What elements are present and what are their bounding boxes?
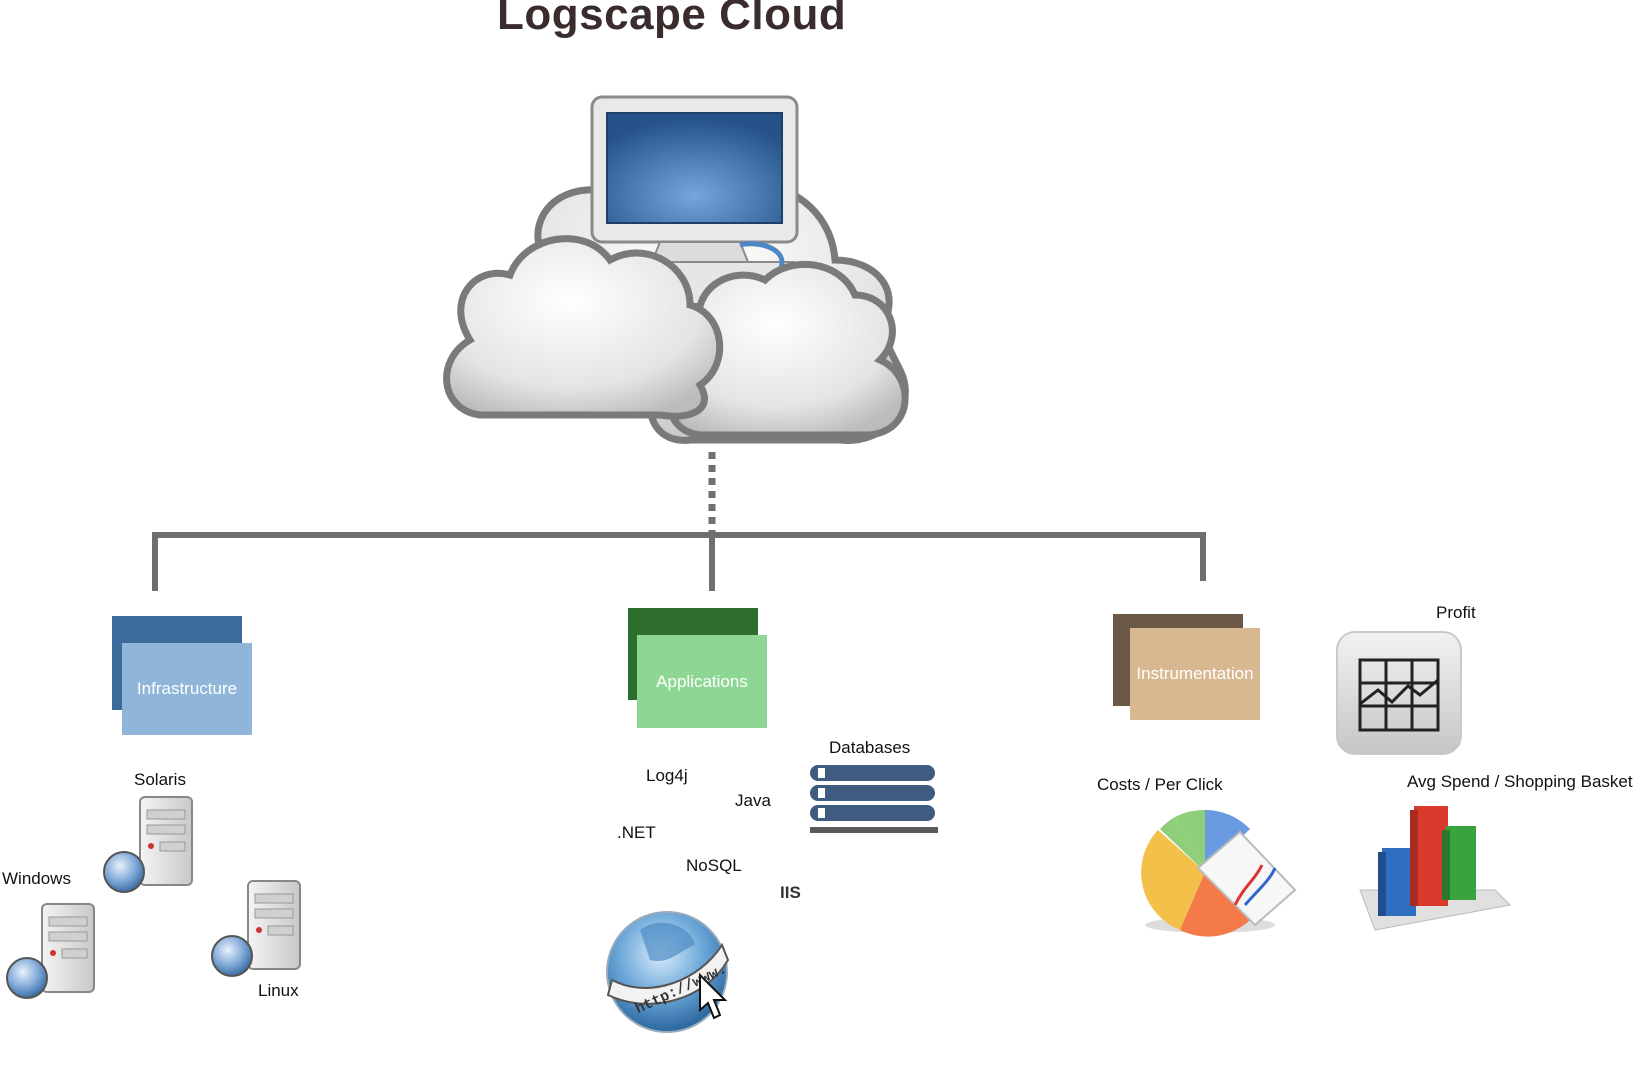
applications-label: Applications <box>656 671 748 691</box>
diagram-title: Logscape Cloud <box>497 0 847 39</box>
dotnet-label: .NET <box>617 823 656 842</box>
windows-label: Windows <box>2 869 71 888</box>
linux-label: Linux <box>258 981 299 1000</box>
computer-monitor <box>590 95 799 305</box>
linux-server-icon <box>211 880 301 977</box>
iis-label: IIS <box>780 883 801 902</box>
instrumentation-label: Instrumentation <box>1136 664 1254 683</box>
avg-spend-label: Avg Spend / Shopping Basket <box>1407 772 1633 791</box>
instrumentation-box: Instrumentation <box>1130 628 1260 720</box>
databases-label: Databases <box>829 738 911 757</box>
java-label: Java <box>735 791 771 810</box>
solaris-label: Solaris <box>134 770 186 789</box>
solaris-server-icon <box>103 796 193 893</box>
costs-per-click-label: Costs / Per Click <box>1097 775 1223 794</box>
profit-label: Profit <box>1436 603 1476 622</box>
applications-box: Applications <box>637 635 767 728</box>
windows-server-icon <box>6 903 95 999</box>
nosql-label: NoSQL <box>686 856 742 875</box>
log4j-label: Log4j <box>646 766 688 785</box>
infrastructure-box: Infrastructure <box>122 643 252 735</box>
infrastructure-label: Infrastructure <box>136 679 238 698</box>
